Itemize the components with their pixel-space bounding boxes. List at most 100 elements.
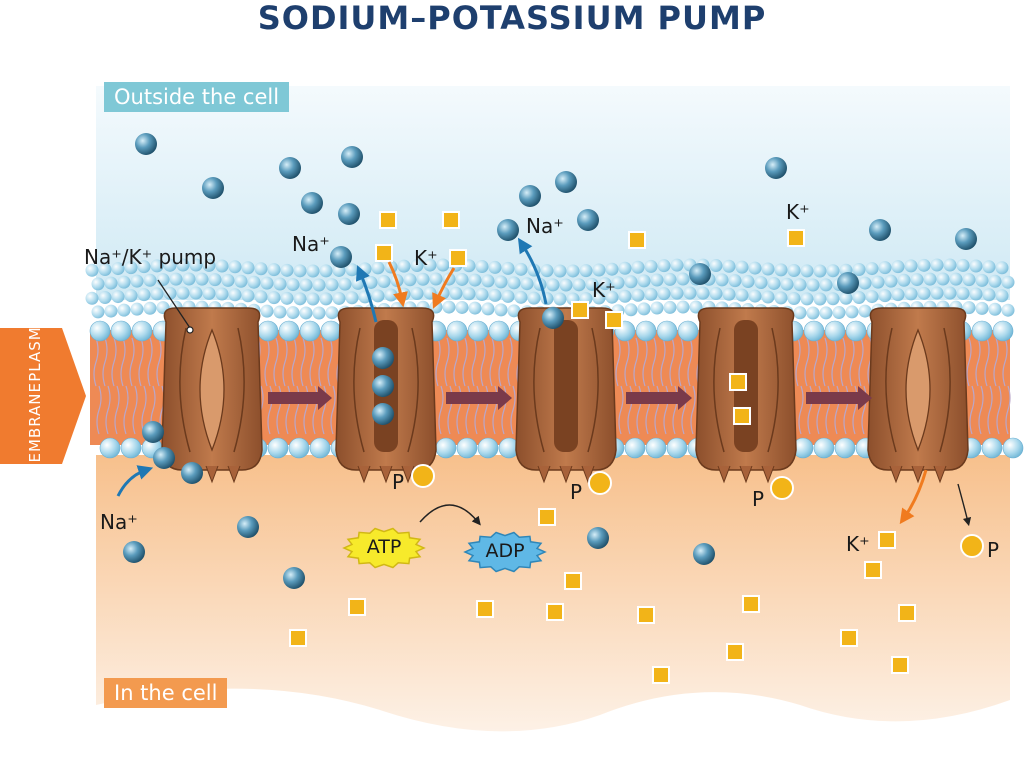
lipid-head-surface <box>774 263 788 277</box>
adp-label: ADP <box>485 540 525 562</box>
potassium-ion <box>348 598 366 616</box>
lipid-head-surface <box>312 278 326 292</box>
lipid-head-surface <box>299 306 313 320</box>
lipid-head-surface <box>514 290 528 304</box>
lipid-head-surface <box>260 304 274 318</box>
lipid-head-surface <box>806 278 820 292</box>
lipid-head-surface <box>585 277 599 291</box>
lipid-head-surface <box>605 262 619 276</box>
lipid-tail <box>111 337 117 387</box>
lipid-tail <box>642 337 648 387</box>
phosphate-label-2: P <box>570 480 583 504</box>
lipid-head-surface <box>637 302 651 316</box>
phosphate-release-arrow <box>957 483 972 527</box>
lipid-head-top <box>992 320 1014 342</box>
lipid-head-surface <box>124 289 138 303</box>
lipid-head-surface <box>930 258 944 272</box>
lipid-head-surface <box>845 305 859 319</box>
lipid-head-surface <box>559 278 573 292</box>
lipid-tail <box>831 337 837 387</box>
lipid-head-surface <box>403 273 417 287</box>
lipid-head-surface <box>85 263 99 277</box>
pump-label: Na⁺/K⁺ pump <box>84 245 217 269</box>
sodium-ion <box>955 228 977 250</box>
lipid-head-surface <box>819 278 833 292</box>
lipid-head-surface <box>429 272 443 286</box>
na-label-pump3: Na⁺ <box>526 214 564 238</box>
lipid-head-surface <box>865 290 879 304</box>
lipid-head-bottom <box>99 437 121 459</box>
adp-burst <box>463 531 547 573</box>
lipid-head-surface <box>540 264 554 278</box>
transport-arrows <box>116 237 972 527</box>
lipid-head-surface <box>592 263 606 277</box>
sodium-ion <box>497 219 519 241</box>
step-arrow <box>626 386 692 410</box>
lipid-tail <box>462 337 468 387</box>
lipid-tail <box>138 337 144 387</box>
phosphate-group <box>960 534 984 558</box>
lipid-tail <box>507 337 513 387</box>
lipid-head-bottom <box>435 437 457 459</box>
lipid-head-surface <box>839 291 853 305</box>
lipid-tail <box>975 337 981 387</box>
lipid-head-surface <box>852 262 866 276</box>
lipid-head-surface <box>306 292 320 306</box>
lipid-head-surface <box>683 286 697 300</box>
lipid-head-surface <box>527 291 541 305</box>
lipid-tail <box>132 385 138 435</box>
lipid-head-surface <box>618 261 632 275</box>
lipid-head-surface <box>917 258 931 272</box>
lipid-tail <box>480 337 486 387</box>
lipid-head-top <box>971 320 993 342</box>
lipid-head-surface <box>936 272 950 286</box>
potassium-ion <box>787 229 805 247</box>
lipid-head-top <box>635 320 657 342</box>
potassium-ion <box>564 572 582 590</box>
k-entry-arrow <box>432 267 456 309</box>
plasma-membrane-label: PLASMA MEMBRANE <box>2 315 68 476</box>
pump-lobe <box>939 327 951 453</box>
pump-core <box>905 328 931 452</box>
potassium-ion <box>742 595 760 613</box>
pump-lobe <box>713 327 725 453</box>
lipid-head-top <box>320 320 342 342</box>
phosphate-label-4: P <box>987 538 1000 562</box>
lipid-head-top <box>278 320 300 342</box>
lipid-tail <box>105 385 111 435</box>
lipid-head-top <box>446 320 468 342</box>
lipid-head-surface <box>553 292 567 306</box>
lipid-head-surface <box>481 274 495 288</box>
lipid-head-surface <box>871 275 885 289</box>
lipid-head-surface <box>338 277 352 291</box>
lipid-head-surface <box>943 286 957 300</box>
lipid-tail <box>300 337 306 387</box>
sodium-ion <box>279 157 301 179</box>
pump-lobe <box>179 327 191 453</box>
lipid-head-top <box>803 320 825 342</box>
pump-foot <box>357 465 371 484</box>
lipid-head-surface <box>982 288 996 302</box>
na-k-pump-protein <box>161 307 263 484</box>
lipid-head-top <box>677 320 699 342</box>
lipid-head-surface <box>741 275 755 289</box>
pump-pointer-dot <box>186 326 194 334</box>
page-title: SODIUM–POTASSIUM PUMP <box>257 0 767 37</box>
lipid-head-surface <box>514 262 528 276</box>
lipid-head-surface <box>761 290 775 304</box>
sodium-ion <box>341 146 363 168</box>
pump-lobe <box>885 327 897 453</box>
lipid-head-surface <box>676 272 690 286</box>
lipid-head-surface <box>215 259 229 273</box>
lipid-tail <box>318 337 324 387</box>
lipid-tail <box>840 337 846 387</box>
k-label-outside: K⁺ <box>786 200 810 224</box>
potassium-ion <box>878 531 896 549</box>
lipid-head-surface <box>670 258 684 272</box>
lipid-head-surface <box>143 273 157 287</box>
outside-region <box>96 86 1010 300</box>
inside-region <box>96 455 1010 732</box>
lipid-head-surface <box>962 273 976 287</box>
lipid-head-surface <box>943 258 957 272</box>
